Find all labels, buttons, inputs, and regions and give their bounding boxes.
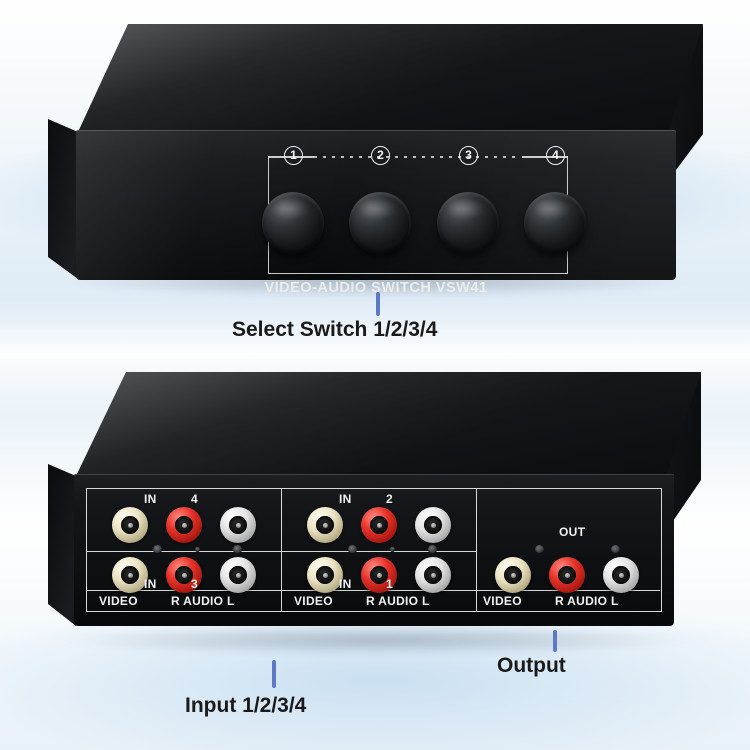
group1-screw-left <box>153 545 162 554</box>
callout-input-label: Input 1/2/3/4 <box>185 694 307 717</box>
callout-output-label: Output <box>497 654 566 677</box>
group2-screw-right <box>428 545 437 554</box>
group-input-4-3: IN 4 <box>87 489 282 611</box>
group1-screw-right <box>233 545 242 554</box>
group1-top-in-label: IN <box>144 492 157 506</box>
callout-select-switch-label: Select Switch 1/2/3/4 <box>232 318 438 341</box>
selector-number-1: 1 <box>284 146 303 165</box>
group2-row-divider <box>282 551 476 553</box>
selector-number-4: 4 <box>546 146 565 165</box>
jack-in3-audio-r[interactable] <box>166 557 202 593</box>
jack-in1-audio-r[interactable] <box>361 557 397 593</box>
front-view-switch-box: 1 2 3 4 VIDEO-AUDIO SWITCH VSW41 <box>48 24 703 298</box>
port-panel: IN 4 <box>86 488 662 612</box>
callout-output-line <box>553 630 557 652</box>
selector-number-3: 3 <box>459 146 478 165</box>
rear-device-shadow <box>58 624 698 656</box>
group2-screw-mid <box>390 547 395 552</box>
group3-audio-label: R AUDIO L <box>555 594 619 608</box>
group-output: OUT VIDEO R AUDIO L <box>477 489 660 611</box>
group1-top-channel-label: 4 <box>191 492 198 506</box>
jack-in3-audio-l[interactable] <box>220 557 256 593</box>
group2-screw-left <box>348 545 357 554</box>
group2-bottom-in-label: IN <box>339 577 352 591</box>
jack-in3-video[interactable] <box>112 557 148 593</box>
jack-out-audio-r[interactable] <box>549 557 585 593</box>
jack-in4-audio-l[interactable] <box>220 507 256 543</box>
front-panel-dotted-line <box>314 155 522 158</box>
jack-in2-audio-l[interactable] <box>415 507 451 543</box>
rear-device-left-face <box>48 464 76 626</box>
group-input-2-1: IN 2 <box>282 489 477 611</box>
selector-knob-3[interactable] <box>437 192 499 254</box>
group1-screw-mid <box>195 547 200 552</box>
group2-video-label: VIDEO <box>294 594 333 608</box>
jack-in1-audio-l[interactable] <box>415 557 451 593</box>
jack-out-video[interactable] <box>495 557 531 593</box>
rear-view-switch-box: IN 4 <box>48 372 703 656</box>
group2-bottom-channel-label: 1 <box>386 577 393 591</box>
selector-knob-2[interactable] <box>349 192 411 254</box>
model-text: VIDEO-AUDIO SWITCH VSW41 <box>264 280 488 296</box>
jack-in1-video[interactable] <box>307 557 343 593</box>
front-panel-bracket-top-right <box>522 156 568 158</box>
group2-audio-label: R AUDIO L <box>366 594 430 608</box>
jack-in2-video[interactable] <box>307 507 343 543</box>
group1-row-divider <box>87 551 281 553</box>
group3-out-label: OUT <box>559 525 586 539</box>
rear-panel: IN 4 <box>74 474 674 626</box>
jack-out-audio-l[interactable] <box>603 557 639 593</box>
jack-in4-video[interactable] <box>112 507 148 543</box>
front-device-top-gloss <box>78 24 703 132</box>
group1-bottom-channel-label: 3 <box>191 577 198 591</box>
callout-select-switch-line <box>376 292 380 316</box>
group1-bottom-in-label: IN <box>144 577 157 591</box>
group1-audio-label: R AUDIO L <box>171 594 235 608</box>
rear-device-top-gloss <box>76 372 701 476</box>
front-device-top-face <box>78 24 703 132</box>
front-panel: 1 2 3 4 VIDEO-AUDIO SWITCH VSW41 <box>76 130 676 296</box>
group2-top-in-label: IN <box>339 492 352 506</box>
selector-knob-4[interactable] <box>524 192 586 254</box>
callout-input-line <box>272 660 276 688</box>
group1-video-label: VIDEO <box>99 594 138 608</box>
selector-knob-1[interactable] <box>262 192 324 254</box>
rear-device-top-face <box>76 372 701 476</box>
jack-in2-audio-r[interactable] <box>361 507 397 543</box>
selector-number-2: 2 <box>371 146 390 165</box>
front-device-left-face <box>48 119 78 279</box>
group3-video-label: VIDEO <box>483 594 522 608</box>
jack-in4-audio-r[interactable] <box>166 507 202 543</box>
group3-screw-left <box>535 545 544 554</box>
group3-screw-right <box>611 545 620 554</box>
group2-top-channel-label: 2 <box>386 492 393 506</box>
